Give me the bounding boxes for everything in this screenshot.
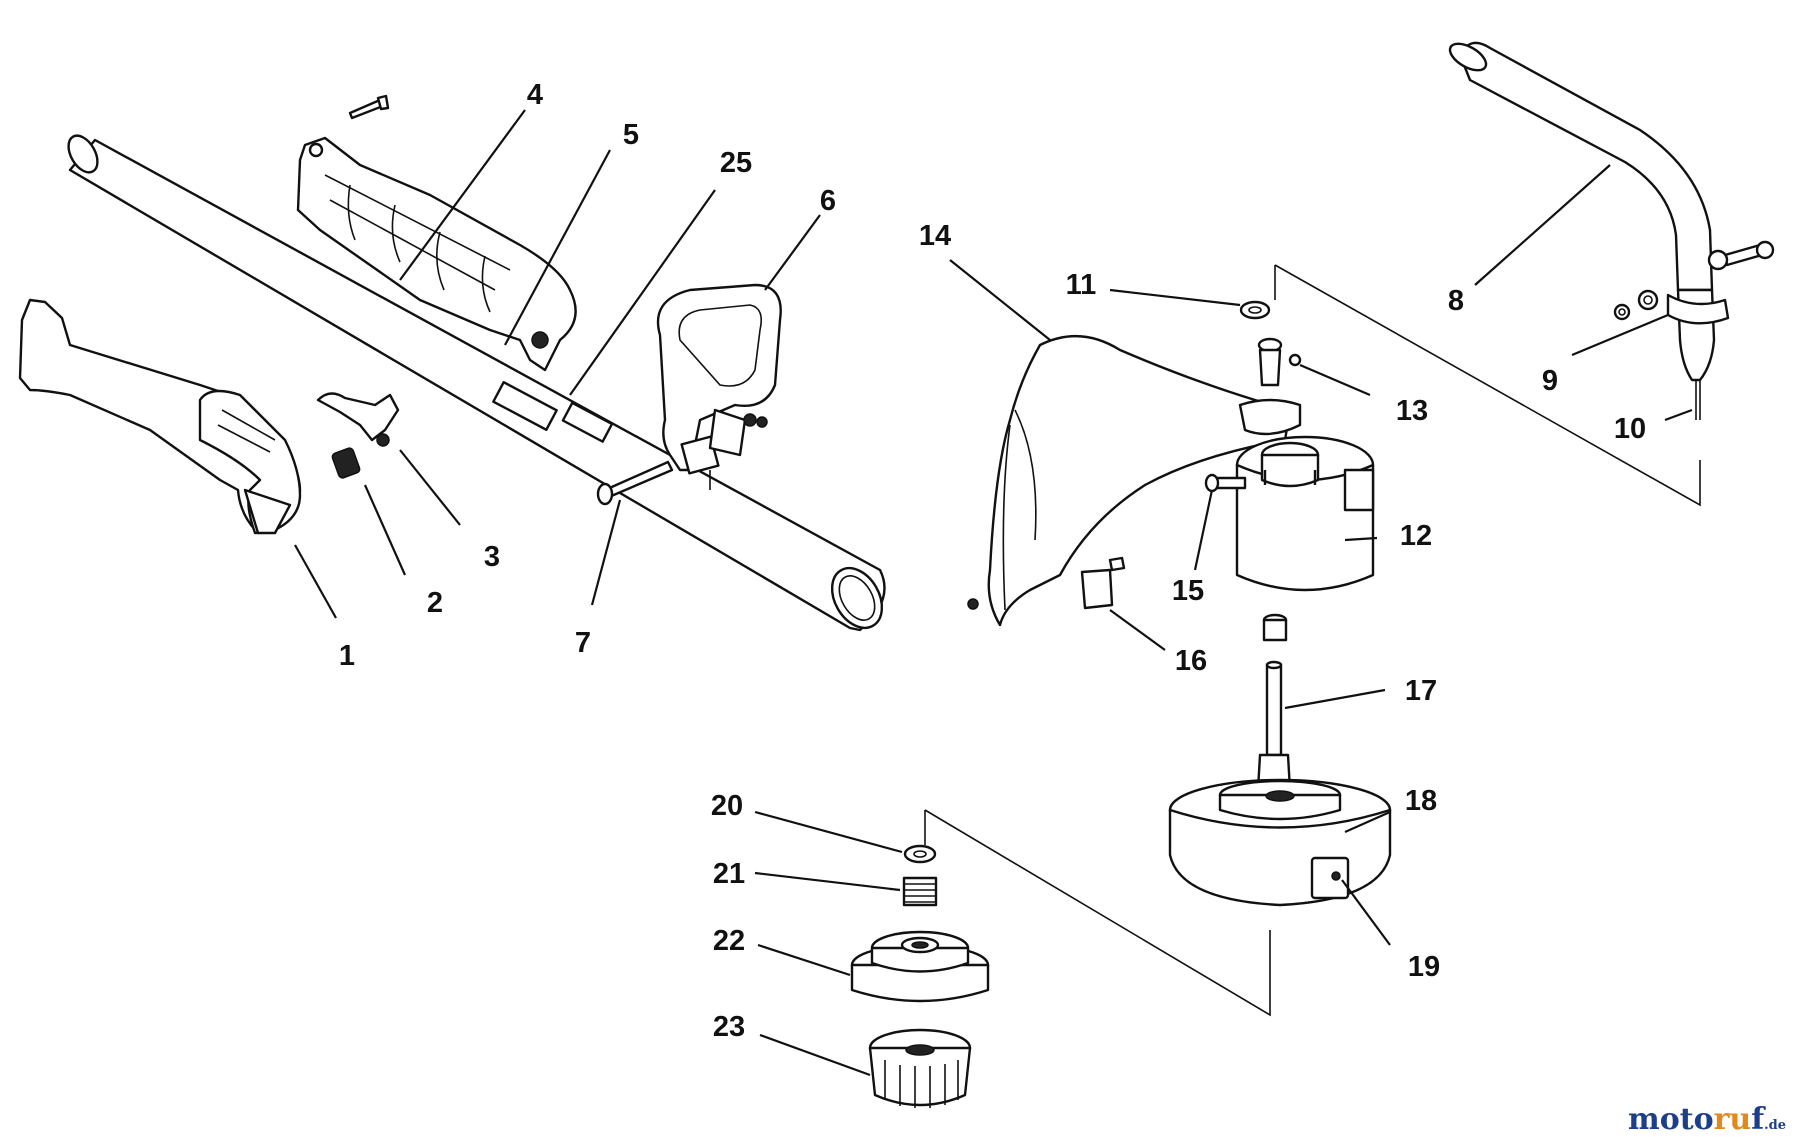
bushing-screw [1257, 337, 1302, 387]
callout-20: 20 [711, 790, 743, 822]
spool-housing [1168, 778, 1392, 907]
callout-12: 12 [1400, 520, 1432, 552]
trigger-spring [331, 447, 361, 479]
assist-handle [656, 283, 782, 475]
callout-13: 13 [1396, 395, 1428, 427]
trimmer-spool [850, 930, 990, 1003]
callout-10: 10 [1614, 413, 1646, 445]
assembly-lines [709, 264, 1701, 1017]
trigger [316, 392, 400, 447]
callout-8: 8 [1448, 285, 1464, 317]
housing-side-screw [1204, 473, 1247, 493]
clamp-bolt [1707, 240, 1775, 271]
bump-knob [868, 1028, 972, 1108]
callout-labels: 1 2 3 4 5 25 6 7 8 9 10 11 12 13 14 15 1… [339, 79, 1646, 1043]
site-watermark: motoruf.de [1628, 1102, 1786, 1137]
callout-6: 6 [820, 185, 836, 217]
callout-leaders [294, 109, 1693, 1077]
bent-shaft-tube [1448, 41, 1730, 382]
callout-2: 2 [427, 587, 443, 619]
callout-9: 9 [1542, 365, 1558, 397]
handle-bolt [596, 460, 674, 506]
callout-18: 18 [1405, 785, 1437, 817]
callout-14: 14 [919, 220, 951, 252]
callout-5: 5 [623, 119, 639, 151]
watermark-part-2: ru [1713, 1102, 1752, 1137]
callout-15: 15 [1172, 575, 1204, 607]
callout-22: 22 [713, 925, 745, 957]
callout-1: 1 [339, 640, 355, 672]
callout-21: 21 [713, 858, 745, 890]
callout-23: 23 [713, 1011, 745, 1043]
grass-guard [987, 335, 1302, 627]
clamp-nut [1613, 289, 1659, 321]
guard-bracket [967, 556, 1126, 610]
callout-17: 17 [1405, 675, 1437, 707]
watermark-part-3: f [1751, 1102, 1765, 1137]
callout-11: 11 [1066, 269, 1097, 301]
callout-3: 3 [484, 541, 500, 573]
rear-handle-housing [18, 298, 302, 535]
shaft-pin [1695, 380, 1701, 420]
callout-4: 4 [527, 79, 543, 111]
spool-spring [902, 876, 938, 907]
drive-spindle [1256, 613, 1292, 792]
callout-19: 19 [1408, 951, 1440, 983]
gear-housing [1235, 435, 1375, 592]
callout-25: 25 [720, 147, 752, 179]
housing-screw [348, 94, 390, 120]
callout-7: 7 [575, 627, 591, 659]
washer-top [1239, 300, 1271, 320]
spool-washer [903, 844, 937, 864]
shaft-housing-cover [296, 136, 577, 372]
watermark-tld: .de [1764, 1118, 1786, 1133]
drive-shaft-tube [67, 134, 886, 632]
callout-16: 16 [1175, 645, 1207, 677]
watermark-part-1: moto [1627, 1102, 1714, 1137]
